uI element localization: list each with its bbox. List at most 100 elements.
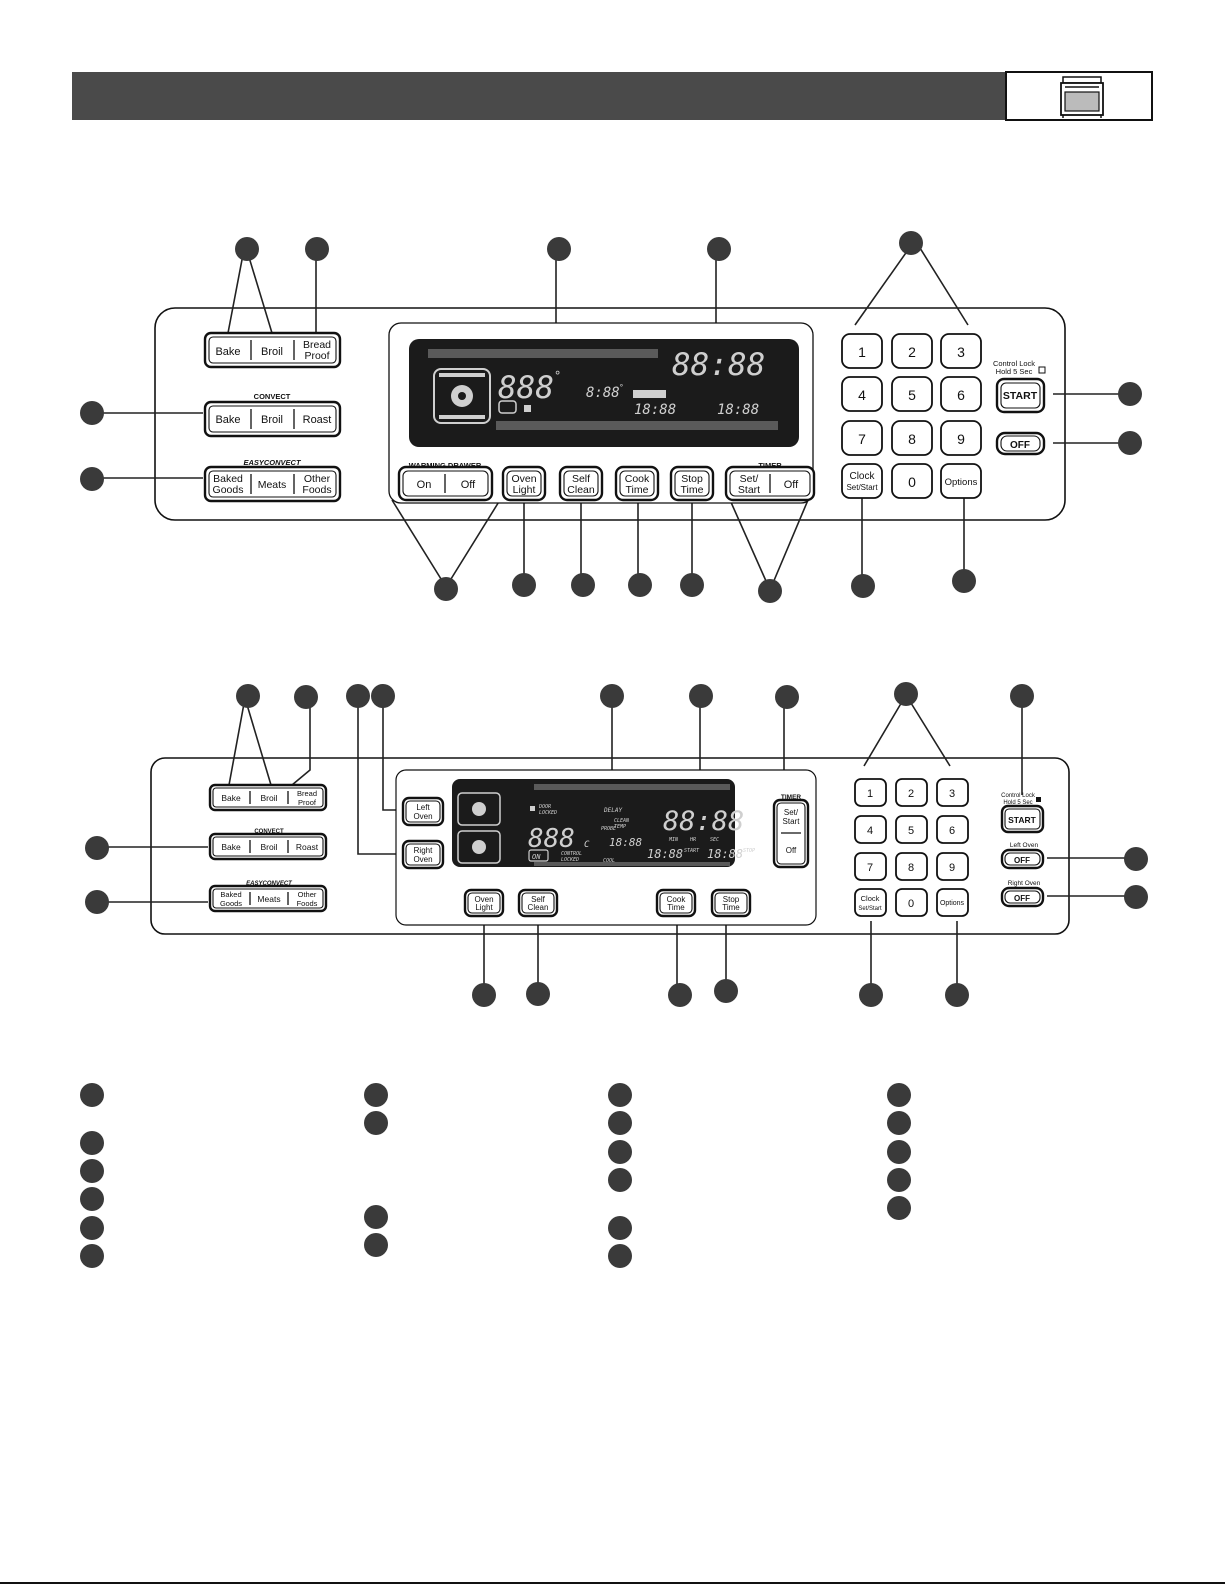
lower-meats-button[interactable]: Meats (257, 894, 280, 904)
lower-stop-time-button[interactable]: Stop Time (710, 888, 752, 918)
lower-lcd-start: START (684, 848, 700, 854)
lower-options-key[interactable]: Options (936, 888, 969, 917)
upper-meats-button[interactable]: Meats (258, 479, 287, 491)
upper-other-foods-line2[interactable]: Foods (302, 484, 331, 496)
legend-marker (608, 1244, 632, 1268)
lower-key-5[interactable]: 5 (895, 815, 928, 844)
upper-key-6[interactable]: 6 (940, 376, 982, 412)
lower-control-lock-label-line1: Control Lock (1001, 793, 1036, 799)
lower-bake-broil-proof-group: Bake Broil Bread Proof (208, 783, 328, 812)
lower-key-3[interactable]: 3 (936, 778, 969, 807)
lower-key-1[interactable]: 1 (854, 778, 887, 807)
callout-marker (628, 573, 652, 597)
lower-lcd-clock: 88:88 (663, 806, 744, 837)
legend-marker (80, 1187, 104, 1211)
upper-convect-broil-button[interactable]: Broil (261, 414, 283, 426)
svg-text:Clock: Clock (849, 471, 875, 482)
lower-lcd-min: MIN (668, 837, 679, 843)
lower-convect-group: Bake Broil Roast (208, 832, 328, 861)
legend-marker (80, 1131, 104, 1155)
upper-timer-set-start-line1[interactable]: Set/ (740, 473, 759, 485)
upper-key-5[interactable]: 5 (891, 376, 933, 412)
upper-timer-group: Set/ Start Off (724, 465, 816, 502)
lower-right-oven-button[interactable]: Right Oven (401, 839, 445, 870)
upper-start-button[interactable]: START (995, 377, 1046, 414)
lower-bread-proof-line2[interactable]: Proof (298, 798, 317, 807)
upper-options-key[interactable]: Options (940, 463, 982, 499)
lower-convect-bake-button[interactable]: Bake (221, 842, 241, 852)
lower-lcd-small-time: 18:88 (609, 836, 642, 849)
upper-key-7[interactable]: 7 (841, 420, 883, 456)
upper-convect-roast-button[interactable]: Roast (303, 414, 332, 426)
lower-cook-time-button[interactable]: Cook Time (655, 888, 697, 918)
upper-key-2[interactable]: 2 (891, 333, 933, 369)
callout-marker (668, 983, 692, 1007)
lower-cook-time-line2: Time (667, 903, 685, 912)
lower-right-oven-off-button[interactable]: OFF (1000, 886, 1045, 908)
lower-other-foods-line1[interactable]: Other (298, 890, 317, 899)
upper-self-clean-button[interactable]: Self Clean (558, 465, 604, 502)
upper-key-4[interactable]: 4 (841, 376, 883, 412)
lower-bake-button[interactable]: Bake (221, 793, 241, 803)
upper-lcd-clock: 88:88 (672, 347, 765, 383)
upper-broil-button[interactable]: Broil (261, 346, 283, 358)
upper-timer-set-start-line2[interactable]: Start (738, 484, 760, 496)
lower-other-foods-line2[interactable]: Foods (297, 899, 318, 908)
upper-warming-drawer-on-button[interactable]: On (417, 479, 432, 491)
lower-right-oven-line1: Right (414, 846, 433, 855)
upper-off-button[interactable]: OFF (995, 431, 1046, 456)
svg-text:4: 4 (867, 825, 873, 837)
lower-oven-light-button[interactable]: Oven Light (463, 888, 505, 918)
lower-key-2[interactable]: 2 (895, 778, 928, 807)
upper-bread-proof-line1[interactable]: Bread (303, 339, 331, 351)
upper-key-1[interactable]: 1 (841, 333, 883, 369)
lower-convect-roast-button[interactable]: Roast (296, 842, 319, 852)
lower-timer-set-start-line1[interactable]: Set/ (784, 808, 799, 817)
lower-broil-button[interactable]: Broil (260, 793, 277, 803)
upper-convect-bake-button[interactable]: Bake (215, 414, 240, 426)
lower-key-9[interactable]: 9 (936, 852, 969, 881)
lower-key-0[interactable]: 0 (895, 888, 928, 917)
upper-baked-goods-line1[interactable]: Baked (213, 473, 243, 485)
upper-timer-off-button[interactable]: Off (784, 479, 799, 491)
svg-text:7: 7 (858, 431, 866, 447)
upper-baked-goods-line2[interactable]: Goods (213, 484, 244, 496)
upper-key-9[interactable]: 9 (940, 420, 982, 456)
callout-marker (1010, 684, 1034, 708)
lower-key-4[interactable]: 4 (854, 815, 887, 844)
legend-marker (364, 1233, 388, 1257)
lower-baked-goods-line2[interactable]: Goods (220, 899, 242, 908)
upper-cook-time-button[interactable]: Cook Time (614, 465, 660, 502)
range-icon (1060, 76, 1104, 118)
svg-text:7: 7 (867, 862, 873, 874)
lower-self-clean-button[interactable]: Self Clean (517, 888, 559, 918)
upper-lcd-display: 888 ° 8:88 ° 88:88 18:88 18:88 (409, 339, 799, 447)
lower-clock-set-start-key[interactable]: Clock Set/Start (854, 888, 887, 917)
lower-key-8[interactable]: 8 (895, 852, 928, 881)
callout-marker (236, 684, 260, 708)
lower-start-button[interactable]: START (1000, 804, 1045, 834)
legend-marker (80, 1083, 104, 1107)
lower-convect-label: CONVECT (254, 829, 284, 835)
upper-oven-light-button[interactable]: Oven Light (501, 465, 547, 502)
lower-key-6[interactable]: 6 (936, 815, 969, 844)
upper-stop-time-button[interactable]: Stop Time (669, 465, 715, 502)
lower-baked-goods-line1[interactable]: Baked (220, 890, 241, 899)
upper-other-foods-line1[interactable]: Other (304, 473, 331, 485)
upper-bake-button[interactable]: Bake (215, 346, 240, 358)
upper-warming-drawer-off-button[interactable]: Off (461, 479, 476, 491)
lower-timer-off-button[interactable]: Off (786, 846, 797, 855)
callout-marker (952, 569, 976, 593)
upper-bake-broil-proof-group: Bake Broil Bread Proof (203, 331, 342, 369)
upper-clock-set-start-key[interactable]: Clock Set/Start (841, 463, 883, 499)
upper-bread-proof-line2[interactable]: Proof (304, 350, 329, 362)
lower-bread-proof-line1[interactable]: Bread (297, 789, 317, 798)
lower-timer-set-start-line2[interactable]: Start (783, 817, 801, 826)
upper-key-0[interactable]: 0 (891, 463, 933, 499)
lower-convect-broil-button[interactable]: Broil (260, 842, 277, 852)
upper-key-3[interactable]: 3 (940, 333, 982, 369)
lower-key-7[interactable]: 7 (854, 852, 887, 881)
upper-key-8[interactable]: 8 (891, 420, 933, 456)
lower-left-oven-off-button[interactable]: OFF (1000, 848, 1045, 870)
lower-left-oven-button[interactable]: Left Oven (401, 796, 445, 827)
